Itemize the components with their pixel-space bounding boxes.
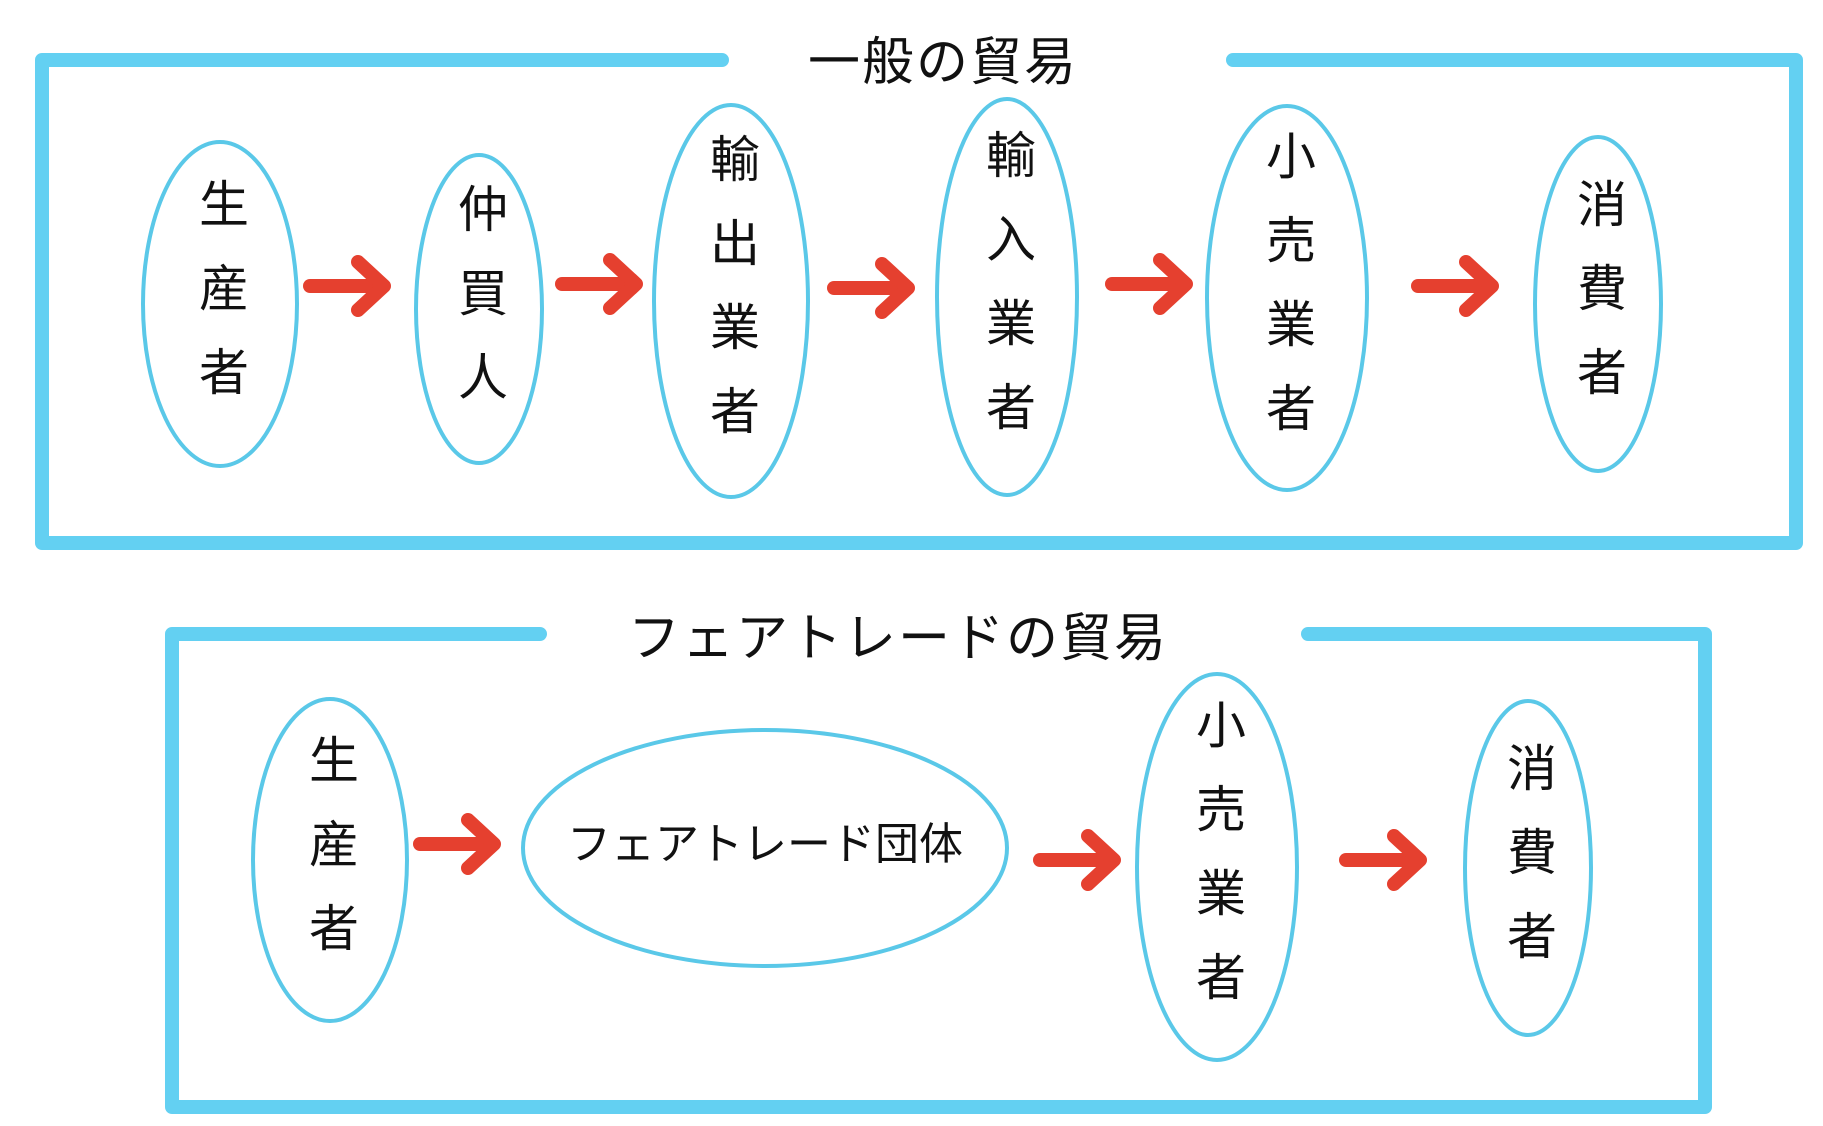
fair-trade-title: フェアトレードの貿易 <box>628 609 1169 669</box>
arrow-icon <box>303 255 391 317</box>
node-retailer: 小売業者 <box>1258 130 1316 466</box>
general-trade-title: 一般の貿易 <box>808 33 1079 93</box>
node-middleman: 仲買人 <box>450 183 508 435</box>
node-ellipse <box>1135 672 1299 1062</box>
node-consumer-box: 消費者 <box>1538 137 1658 471</box>
node-ellipse <box>521 728 1009 968</box>
node-ellipse <box>414 153 544 465</box>
node-ellipse <box>1533 135 1663 473</box>
node-ellipse <box>935 97 1079 497</box>
node-ellipse <box>141 140 299 468</box>
node-ellipse <box>1463 699 1593 1037</box>
node-middleman-box: 仲買人 <box>419 155 539 463</box>
node-producer-box: 生産者 <box>270 699 390 1021</box>
node-importer: 輸入業者 <box>978 129 1036 465</box>
node-importer-box: 輸入業者 <box>947 99 1067 495</box>
node-ellipse <box>251 697 409 1023</box>
node-exporter: 輸出業者 <box>702 133 760 469</box>
arrow-icon <box>1105 253 1193 315</box>
node-retailer-box: 小売業者 <box>1227 106 1347 490</box>
node-fair-trade-organization: フェアトレード団体 <box>567 819 963 870</box>
node-retailer: 小売業者 <box>1188 699 1246 1035</box>
node-retailer-box: 小売業者 <box>1157 674 1277 1060</box>
node-producer: 生産者 <box>301 734 359 986</box>
node-producer: 生産者 <box>191 178 249 430</box>
arrow-icon <box>827 257 915 319</box>
arrow-icon <box>413 813 501 875</box>
arrow-icon <box>1411 255 1499 317</box>
arrow-icon <box>1339 829 1427 891</box>
node-producer-box: 生産者 <box>160 142 280 466</box>
node-consumer-box: 消費者 <box>1468 701 1588 1035</box>
node-consumer: 消費者 <box>1569 178 1627 430</box>
node-ellipse <box>1205 104 1369 492</box>
arrow-icon <box>555 253 643 315</box>
arrow-icon <box>1033 829 1121 891</box>
node-exporter-box: 輸出業者 <box>671 105 791 497</box>
node-ellipse <box>652 103 810 499</box>
general-trade-frame <box>35 53 1803 550</box>
node-consumer: 消費者 <box>1499 742 1557 994</box>
fair-trade-frame <box>165 627 1712 1114</box>
